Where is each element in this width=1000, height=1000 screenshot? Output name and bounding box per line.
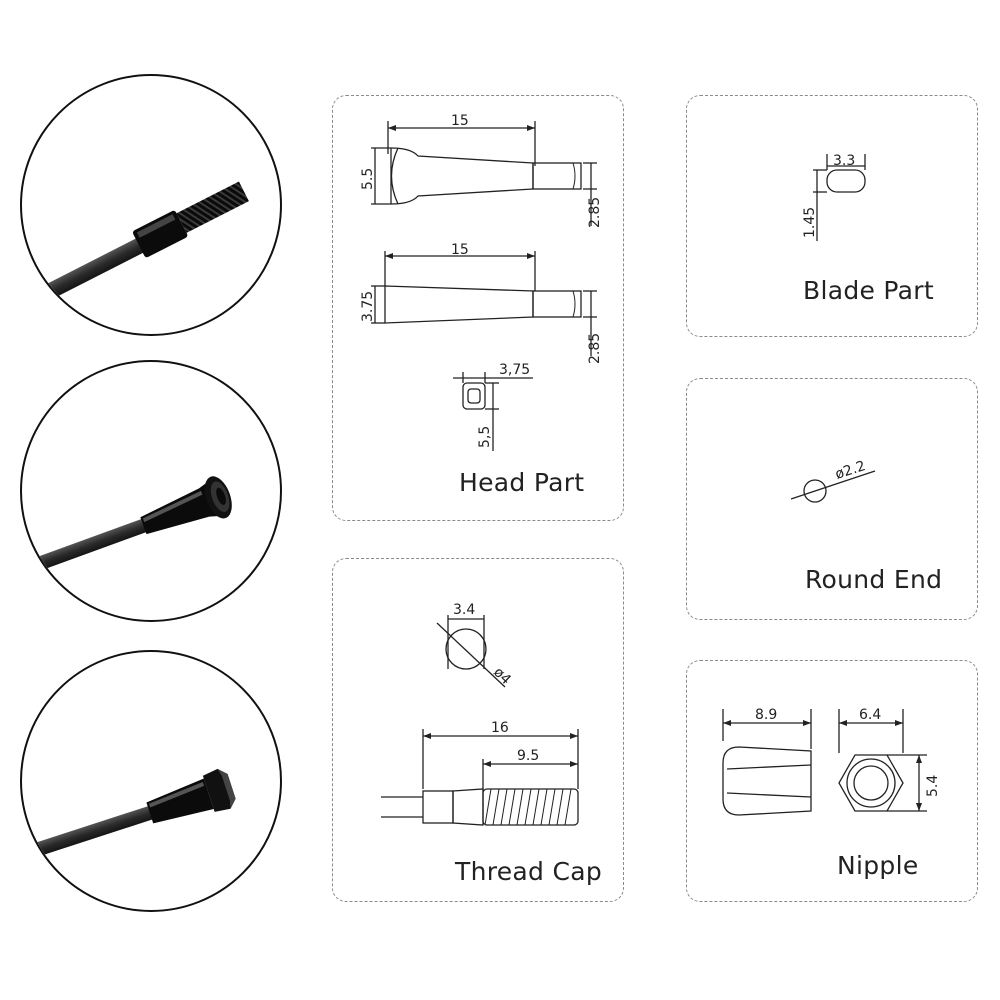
head-dim-tip-top: 2.85 (587, 197, 603, 228)
thread-dim-thread-length: 9.5 (517, 748, 539, 764)
thread-cap-title: Thread Cap (455, 857, 603, 886)
thread-dim-length: 16 (491, 720, 509, 736)
head-dim-length-top: 15 (451, 113, 469, 129)
head-dim-length-mid: 15 (451, 242, 469, 258)
photo-head-part (20, 360, 282, 622)
nipple-dim-length: 8.9 (755, 707, 777, 723)
nipple-title: Nipple (837, 851, 919, 880)
blade-dim-height: 1.45 (802, 207, 818, 238)
nipple-dim-height: 5.4 (925, 775, 941, 797)
head-part-title: Head Part (459, 468, 585, 497)
panel-blade-part: 3.3 1.45 Blade Part (686, 95, 978, 337)
panel-head-part: 15 5.5 2.85 15 3.75 2.85 (332, 95, 624, 521)
head-dim-tip-mid: 2.85 (587, 333, 603, 364)
photo-nipple (20, 650, 282, 912)
round-end-title: Round End (805, 565, 943, 594)
thread-dim-diameter: ø4 (490, 664, 514, 688)
head-dim-square-width: 3,75 (499, 362, 530, 378)
thread-dim-flat: 3.4 (453, 602, 475, 618)
nipple-dim-hex: 6.4 (859, 707, 881, 723)
head-dim-square-height: 5,5 (477, 426, 493, 448)
panel-thread-cap: 3.4 ø4 16 9.5 Thread Cap (332, 558, 624, 902)
head-dim-height-top: 5.5 (360, 168, 376, 190)
photo-thread-cap (20, 74, 282, 336)
panel-round-end: ø2.2 Round End (686, 378, 978, 620)
blade-part-title: Blade Part (803, 276, 934, 305)
panel-nipple: 8.9 6.4 5.4 Nipple (686, 660, 978, 902)
blade-dim-width: 3.3 (833, 153, 855, 169)
head-dim-height-mid: 3.75 (360, 291, 376, 322)
